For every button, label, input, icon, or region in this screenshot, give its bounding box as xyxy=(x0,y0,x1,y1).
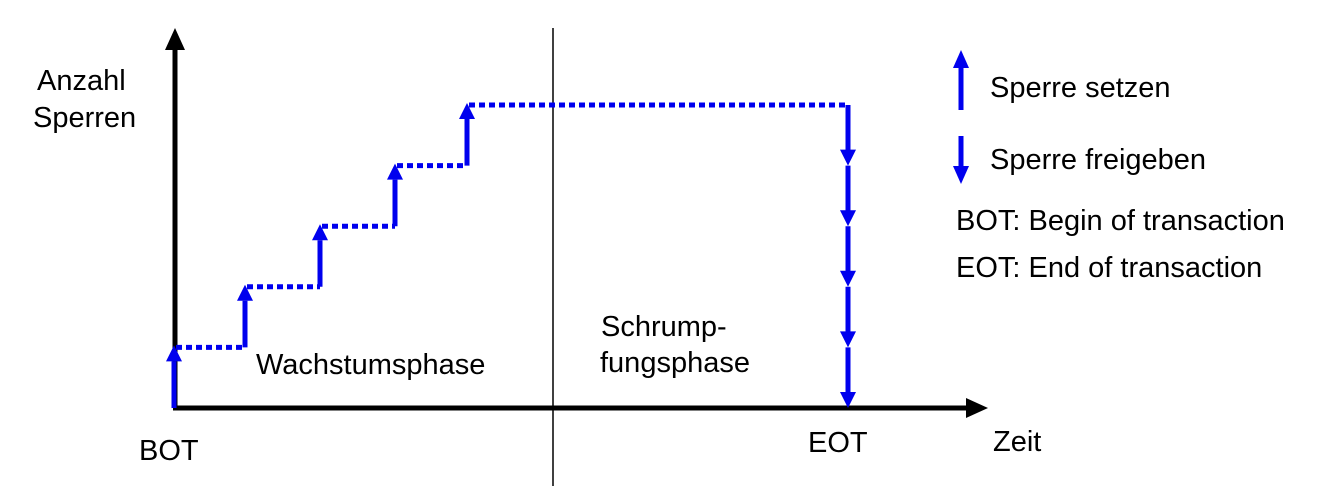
y-axis-label-line1: Anzahl xyxy=(37,65,126,97)
lock-acquire-arrowhead xyxy=(312,224,328,241)
y-axis-arrowhead xyxy=(165,28,185,50)
lock-acquire-arrowhead xyxy=(237,284,253,301)
shrink-phase-label-line2: fungsphase xyxy=(600,347,750,379)
x-axis-arrowhead xyxy=(966,398,988,418)
lock-release-arrowhead xyxy=(840,149,856,166)
legend-release-label: Sperre freigeben xyxy=(990,144,1206,176)
lock-profile xyxy=(166,102,856,408)
lock-release-arrowhead xyxy=(840,270,856,287)
lock-acquire-arrowhead xyxy=(459,103,475,119)
y-axis-label-line2: Sperren xyxy=(33,102,136,134)
eot-label: EOT xyxy=(808,427,868,459)
lock-acquire-arrowhead xyxy=(387,163,403,180)
bot-label: BOT xyxy=(139,435,199,467)
growth-phase-label: Wachstumsphase xyxy=(256,349,485,381)
lock-acquire-arrowhead xyxy=(166,345,182,362)
x-axis-label: Zeit xyxy=(993,426,1041,458)
shrink-phase-label-line1: Schrump- xyxy=(601,311,727,343)
legend-bot-definition: BOT: Begin of transaction xyxy=(956,205,1285,237)
lock-release-arrowhead xyxy=(840,331,856,348)
lock-release-arrowhead xyxy=(840,392,856,408)
legend-eot-definition: EOT: End of transaction xyxy=(956,252,1262,284)
lock-release-arrowhead xyxy=(840,210,856,227)
legend-acquire-arrow-icon xyxy=(953,50,969,110)
legend-release-arrow-icon xyxy=(953,136,969,184)
legend-acquire-label: Sperre setzen xyxy=(990,72,1171,104)
legend: Sperre setzen Sperre freigeben BOT: Begi… xyxy=(953,50,1285,284)
